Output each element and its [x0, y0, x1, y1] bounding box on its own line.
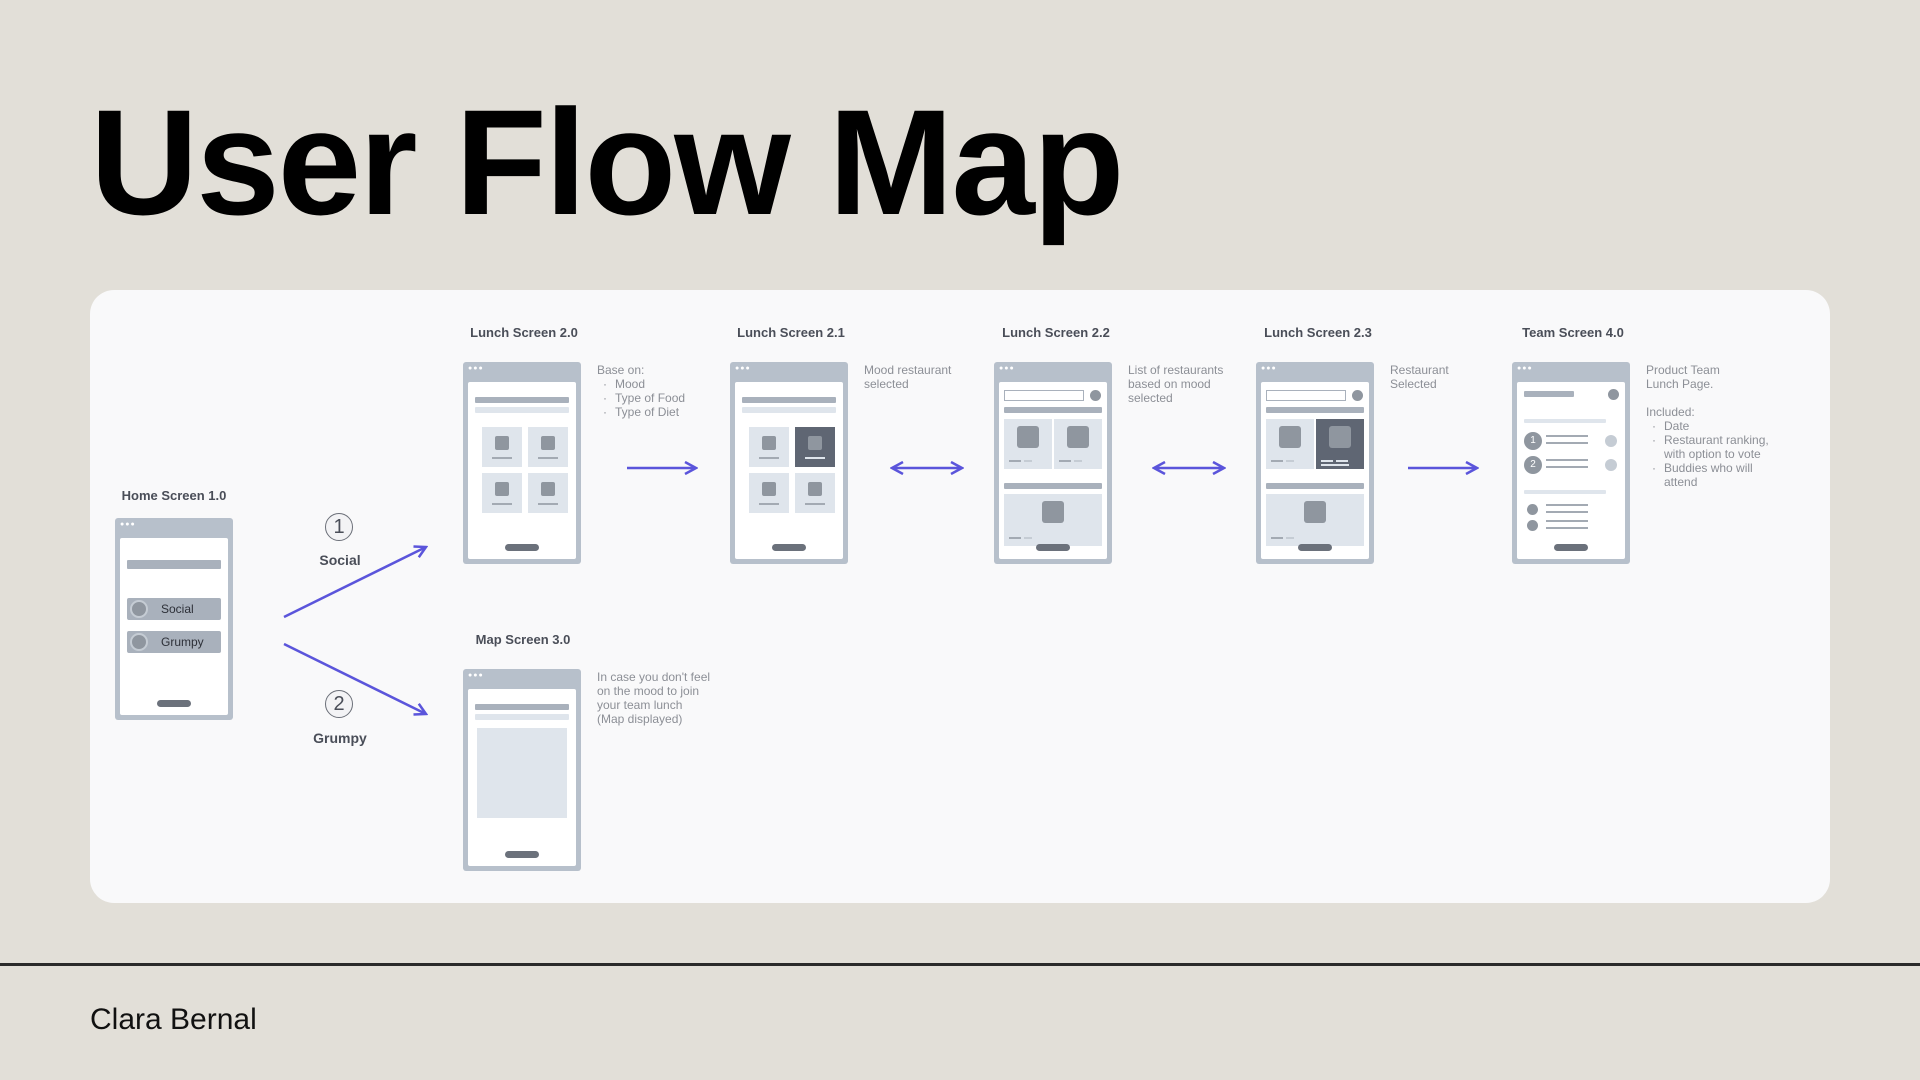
window-dots-icon: ●●●	[468, 672, 484, 679]
window-dots-icon: ●●●	[735, 365, 751, 372]
flow-arrows	[283, 290, 1830, 903]
lunch-screen-2-1-title: Lunch Screen 2.1	[737, 325, 845, 340]
window-dots-icon: ●●●	[1517, 365, 1533, 372]
map-screen-3-0-note: In case you don't feel on the mood to jo…	[597, 670, 711, 726]
lunch-screen-2-0-note: Base on: Mood Type of Food Type of Diet	[597, 363, 685, 419]
avatar-icon	[1352, 390, 1363, 401]
toggle-icon	[130, 633, 148, 651]
avatar-icon	[1090, 390, 1101, 401]
window-dots-icon: ●●●	[468, 365, 484, 372]
lunch-screen-2-1-note: Mood restaurant selected	[864, 363, 952, 391]
search-field	[1004, 390, 1084, 401]
home-bar	[157, 700, 191, 707]
path-label-grumpy: Grumpy	[313, 730, 367, 746]
page-title: User Flow Map	[90, 78, 1124, 246]
map-area	[477, 728, 567, 818]
lunch-screen-2-1-wireframe[interactable]: ●●●	[730, 362, 848, 564]
lunch-screen-2-0-title: Lunch Screen 2.0	[470, 325, 578, 340]
footer-divider	[0, 963, 1920, 966]
lunch-screen-2-2-note: List of restaurants based on mood select…	[1128, 363, 1224, 405]
flow-board: 1 Social 2 Grumpy Home Screen 1.0 ●●● So…	[90, 290, 1830, 903]
lunch-screen-2-2-wireframe[interactable]: ●●●	[994, 362, 1112, 564]
option-grumpy: Grumpy	[127, 631, 221, 653]
lunch-screen-2-0-wireframe[interactable]: ●●●	[463, 362, 581, 564]
window-dots-icon: ●●●	[999, 365, 1015, 372]
team-screen-4-0-note: Product Team Lunch Page. Included: Date …	[1646, 363, 1769, 489]
arrow-home-to-lunch	[283, 547, 426, 619]
avatar-icon	[1608, 389, 1619, 400]
lunch-screen-2-2-title: Lunch Screen 2.2	[1002, 325, 1110, 340]
window-dots-icon: ●●●	[1261, 365, 1277, 372]
team-screen-4-0-title: Team Screen 4.0	[1522, 325, 1624, 340]
lunch-screen-2-3-note: Restaurant Selected	[1390, 363, 1449, 391]
path-number-grumpy: 2	[325, 690, 353, 718]
arrow-home-to-map	[283, 642, 426, 714]
buddy-avatar-icon	[1527, 520, 1538, 531]
team-screen-4-0-wireframe[interactable]: ●●● 1 2	[1512, 362, 1630, 564]
search-field	[1266, 390, 1346, 401]
path-label-social: Social	[319, 552, 361, 568]
lunch-screen-2-3-title: Lunch Screen 2.3	[1264, 325, 1372, 340]
toggle-icon	[130, 600, 148, 618]
home-screen-wireframe[interactable]: ●●● Social Grumpy	[115, 518, 233, 720]
rank-badge: 2	[1524, 456, 1542, 474]
buddy-avatar-icon	[1527, 504, 1538, 515]
option-social: Social	[127, 598, 221, 620]
map-screen-3-0-wireframe[interactable]: ●●●	[463, 669, 581, 871]
path-number-social: 1	[325, 513, 353, 541]
author-name: Clara Bernal	[90, 1003, 257, 1036]
map-screen-3-0-title: Map Screen 3.0	[475, 632, 571, 647]
lunch-screen-2-3-wireframe[interactable]: ●●●	[1256, 362, 1374, 564]
window-dots-icon: ●●●	[120, 521, 136, 528]
rank-badge: 1	[1524, 432, 1542, 450]
home-screen-title: Home Screen 1.0	[121, 488, 227, 503]
